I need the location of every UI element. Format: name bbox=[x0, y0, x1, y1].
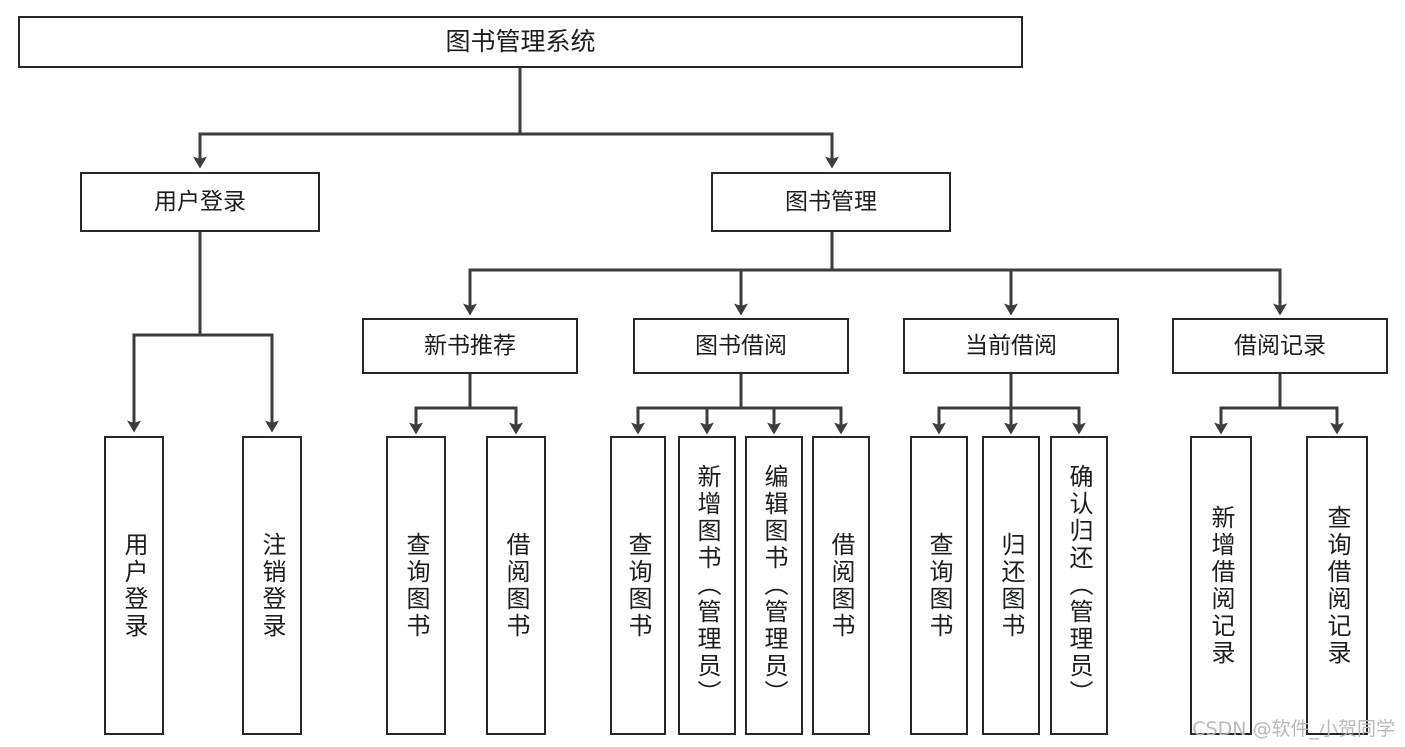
node-leaf-query-record-label: 查询借阅记录 bbox=[1323, 504, 1351, 667]
node-book-manage-label: 图书管理 bbox=[785, 188, 877, 215]
node-new-book-rec[interactable]: 新书推荐 bbox=[362, 318, 578, 374]
node-leaf-add-book-admin-label: 新增图书（管理员） bbox=[693, 464, 721, 707]
node-leaf-add-record[interactable]: 新增借阅记录 bbox=[1190, 436, 1252, 735]
node-leaf-user-login-label: 用户登录 bbox=[120, 531, 148, 640]
node-leaf-return-book[interactable]: 归还图书 bbox=[982, 436, 1040, 735]
node-leaf-confirm-return[interactable]: 确认归还（管理员） bbox=[1050, 436, 1108, 735]
node-new-book-rec-label: 新书推荐 bbox=[424, 332, 516, 359]
node-leaf-query-book-rec-label: 查询图书 bbox=[402, 531, 430, 640]
node-leaf-borrow-book-label: 借阅图书 bbox=[827, 531, 855, 640]
node-root-label: 图书管理系统 bbox=[445, 26, 596, 56]
node-user-login[interactable]: 用户登录 bbox=[80, 172, 320, 232]
node-current-borrow-label: 当前借阅 bbox=[965, 332, 1057, 359]
node-leaf-borrow-book-rec[interactable]: 借阅图书 bbox=[486, 436, 546, 735]
node-book-borrow-label: 图书借阅 bbox=[695, 332, 787, 359]
node-leaf-confirm-return-label: 确认归还（管理员） bbox=[1065, 464, 1093, 707]
node-leaf-return-book-label: 归还图书 bbox=[997, 531, 1025, 640]
node-book-manage[interactable]: 图书管理 bbox=[711, 172, 951, 232]
node-borrow-record-label: 借阅记录 bbox=[1234, 332, 1326, 359]
node-borrow-record[interactable]: 借阅记录 bbox=[1172, 318, 1388, 374]
csdn-watermark: CSDN @软件_小贺同学 bbox=[1192, 718, 1395, 740]
node-leaf-borrow-book[interactable]: 借阅图书 bbox=[812, 436, 870, 735]
node-current-borrow[interactable]: 当前借阅 bbox=[903, 318, 1119, 374]
node-leaf-user-logout-label: 注销登录 bbox=[258, 531, 286, 640]
node-leaf-edit-book-admin[interactable]: 编辑图书（管理员） bbox=[745, 436, 803, 735]
node-root[interactable]: 图书管理系统 bbox=[18, 16, 1023, 68]
node-leaf-user-logout[interactable]: 注销登录 bbox=[242, 436, 302, 735]
node-user-login-label: 用户登录 bbox=[154, 188, 246, 215]
node-leaf-query-book-label: 查询图书 bbox=[624, 531, 652, 640]
node-leaf-user-login[interactable]: 用户登录 bbox=[104, 436, 164, 735]
node-leaf-add-record-label: 新增借阅记录 bbox=[1207, 504, 1235, 667]
node-leaf-edit-book-admin-label: 编辑图书（管理员） bbox=[760, 464, 788, 707]
node-leaf-query-book-cur-label: 查询图书 bbox=[925, 531, 953, 640]
node-leaf-add-book-admin[interactable]: 新增图书（管理员） bbox=[678, 436, 736, 735]
node-leaf-query-book-cur[interactable]: 查询图书 bbox=[910, 436, 968, 735]
node-book-borrow[interactable]: 图书借阅 bbox=[633, 318, 849, 374]
node-leaf-query-record[interactable]: 查询借阅记录 bbox=[1306, 436, 1368, 735]
node-leaf-query-book[interactable]: 查询图书 bbox=[610, 436, 666, 735]
node-leaf-borrow-book-rec-label: 借阅图书 bbox=[502, 531, 530, 640]
node-leaf-query-book-rec[interactable]: 查询图书 bbox=[386, 436, 446, 735]
